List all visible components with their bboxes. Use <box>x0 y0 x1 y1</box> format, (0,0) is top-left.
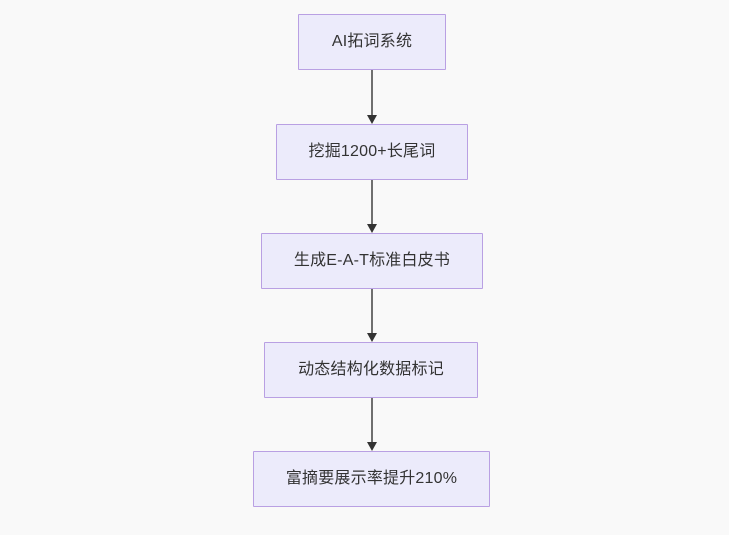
flow-node-generate-eat-whitepaper[interactable]: 生成E-A-T标准白皮书 <box>261 233 483 289</box>
flow-node-label: 生成E-A-T标准白皮书 <box>293 252 451 269</box>
flow-node-mine-longtail-keywords[interactable]: 挖掘1200+长尾词 <box>276 124 468 180</box>
flow-node-label: 挖掘1200+长尾词 <box>308 143 436 160</box>
edge-line <box>371 289 373 335</box>
edge-line <box>371 70 373 117</box>
flow-node-rich-snippet-impression-uplift[interactable]: 富摘要展示率提升210% <box>253 451 490 507</box>
flow-edge <box>366 289 377 342</box>
arrowhead-icon <box>366 333 377 342</box>
arrowhead-icon <box>366 224 377 233</box>
flow-edge <box>366 70 377 124</box>
arrowhead-icon <box>366 115 377 124</box>
arrowhead-icon <box>366 442 377 451</box>
edge-line <box>371 180 373 226</box>
flow-node-label: 富摘要展示率提升210% <box>285 470 458 487</box>
flow-node-label: 动态结构化数据标记 <box>298 361 444 378</box>
flow-edge <box>366 398 377 451</box>
flow-node-label: AI拓词系统 <box>331 33 413 50</box>
flow-node-ai-keyword-system[interactable]: AI拓词系统 <box>298 14 446 70</box>
edge-line <box>371 398 373 444</box>
flow-node-dynamic-structured-data-markup[interactable]: 动态结构化数据标记 <box>264 342 478 398</box>
flow-edge <box>366 180 377 233</box>
